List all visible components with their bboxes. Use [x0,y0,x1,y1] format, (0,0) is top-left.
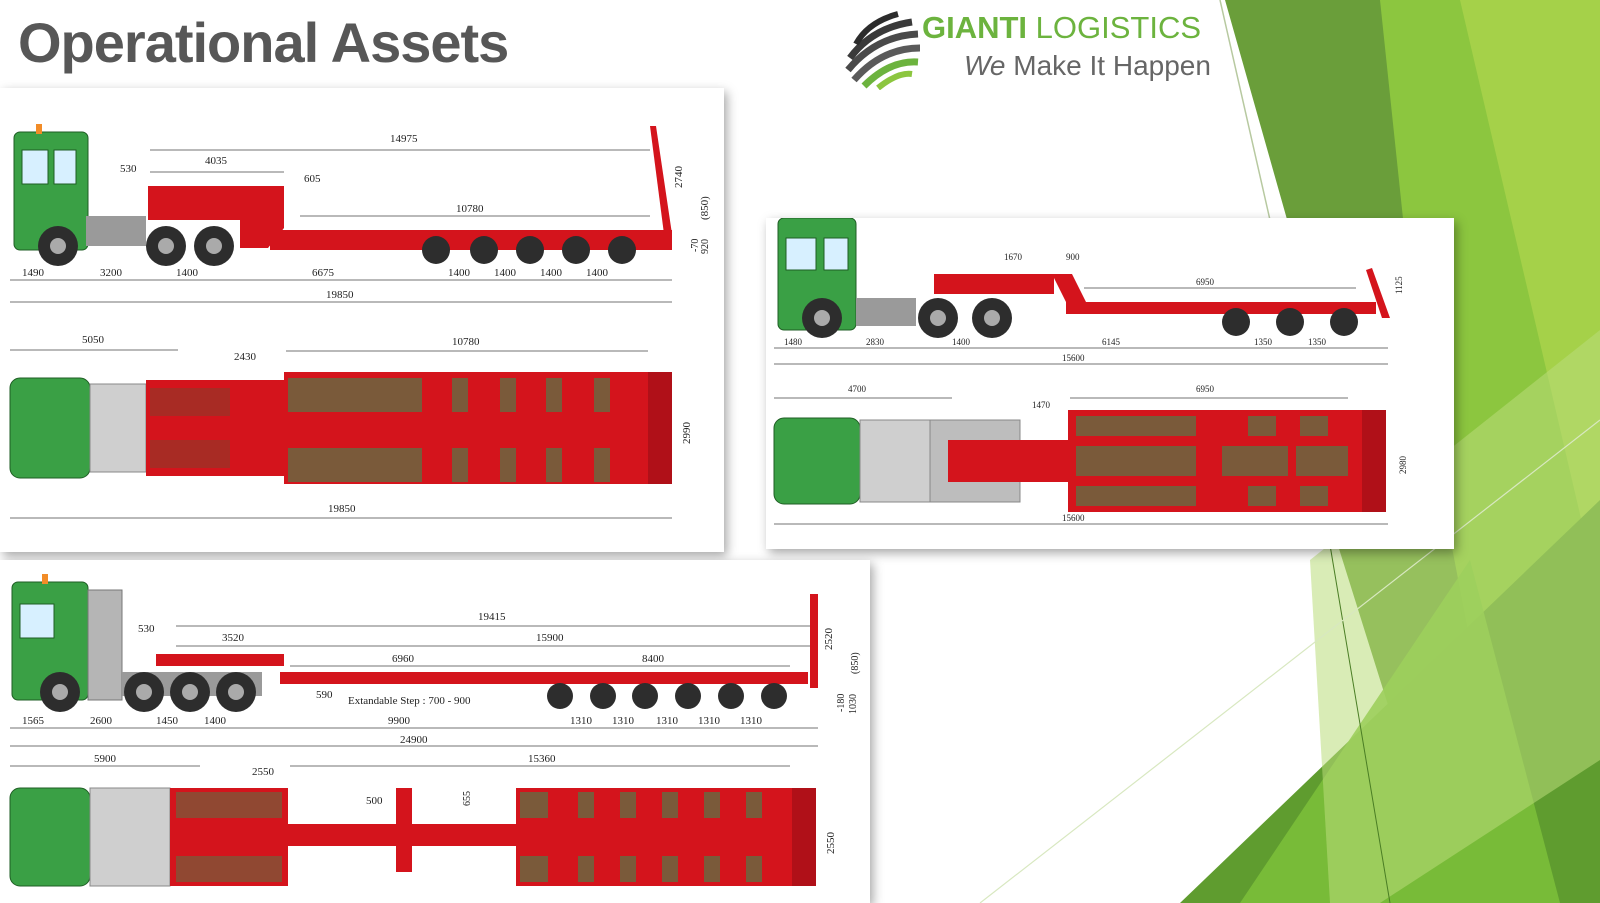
svg-text:2550: 2550 [252,766,275,778]
svg-text:10780: 10780 [456,203,484,215]
svg-text:655: 655 [462,791,473,806]
svg-text:1400: 1400 [540,267,563,279]
svg-text:(850): (850) [850,652,861,674]
svg-text:3520: 3520 [222,632,245,644]
svg-text:2430: 2430 [234,351,257,363]
truck-cab-top-icon [9,377,147,479]
svg-text:1400: 1400 [494,267,517,279]
truck-cab-side-icon [777,218,1012,338]
lowbed-trailer-side [934,268,1390,336]
svg-text:19850: 19850 [326,289,354,301]
lowbed-trailer-top [948,410,1386,512]
svg-text:5050: 5050 [82,334,105,346]
svg-text:(850): (850) [699,196,711,220]
svg-text:1670: 1670 [1004,252,1023,262]
svg-text:19415: 19415 [478,611,506,623]
svg-text:500: 500 [366,795,383,807]
svg-text:1125: 1125 [1394,276,1404,294]
svg-text:2830: 2830 [866,337,885,347]
svg-text:1490: 1490 [22,267,45,279]
svg-text:24900: 24900 [400,734,428,746]
svg-text:2740: 2740 [673,166,685,189]
truck-cab-side-icon [13,124,234,266]
trailer-diagram-1-drawing: 14975 4035 530 605 10780 2740 (850) -70 … [9,124,711,519]
svg-text:3200: 3200 [100,267,123,279]
svg-text:1400: 1400 [586,267,609,279]
svg-text:8400: 8400 [642,653,665,665]
svg-text:6950: 6950 [1196,384,1215,394]
svg-text:1400: 1400 [952,337,971,347]
svg-text:15600: 15600 [1062,513,1085,523]
lowbed-trailer-side [156,594,818,709]
svg-text:2520: 2520 [823,628,835,651]
svg-text:4035: 4035 [205,155,228,167]
svg-text:2600: 2600 [90,715,113,727]
svg-text:605: 605 [304,173,321,185]
svg-text:6675: 6675 [312,267,335,279]
trailer-diagram-2-drawing: 1670 900 6950 1125 1480 2830 1400 6145 1… [773,218,1408,525]
svg-text:1310: 1310 [740,715,763,727]
svg-text:15360: 15360 [528,753,556,765]
svg-text:14975: 14975 [390,133,418,145]
trailer-diagram-3: 19415 530 3520 15900 6960 8400 2520 (850… [0,560,870,903]
svg-text:590: 590 [316,689,333,701]
trailer-diagram-2: 1670 900 6950 1125 1480 2830 1400 6145 1… [766,218,1454,549]
lowbed-trailer-top [170,788,816,886]
svg-text:530: 530 [120,163,137,175]
svg-text:1310: 1310 [698,715,721,727]
svg-text:1400: 1400 [176,267,199,279]
svg-text:1310: 1310 [656,715,679,727]
svg-text:Extandable Step : 700 - 900: Extandable Step : 700 - 900 [348,695,471,707]
trailer-diagram-3-drawing: 19415 530 3520 15900 6960 8400 2520 (850… [9,574,861,887]
svg-text:1030: 1030 [848,694,859,714]
svg-text:1350: 1350 [1308,337,1327,347]
svg-text:1450: 1450 [156,715,179,727]
svg-text:2980: 2980 [1398,456,1408,475]
svg-text:6960: 6960 [392,653,415,665]
lowbed-trailer-side [148,126,672,264]
svg-text:1480: 1480 [784,337,803,347]
svg-text:920: 920 [700,239,711,254]
page-title: Operational Assets [18,11,509,74]
svg-text:15900: 15900 [536,632,564,644]
svg-text:-70: -70 [690,239,701,252]
company-logo: GIANTI LOGISTICS We Make It Happen [842,6,1222,92]
svg-text:6145: 6145 [1102,337,1121,347]
svg-text:9900: 9900 [388,715,411,727]
svg-text:900: 900 [1066,252,1080,262]
svg-text:1565: 1565 [22,715,45,727]
svg-text:530: 530 [138,623,155,635]
globe-logo-icon [845,11,921,90]
svg-text:2990: 2990 [681,422,693,445]
truck-cab-top-icon [9,787,171,887]
svg-text:4700: 4700 [848,384,867,394]
svg-text:1400: 1400 [204,715,227,727]
truck-cab-side-icon [11,574,262,712]
svg-text:1350: 1350 [1254,337,1273,347]
trailer-diagram-1: 14975 4035 530 605 10780 2740 (850) -70 … [0,88,724,552]
svg-text:1310: 1310 [612,715,635,727]
svg-text:2550: 2550 [825,832,837,855]
svg-text:15600: 15600 [1062,353,1085,363]
svg-text:5900: 5900 [94,753,117,765]
logo-slogan: We Make It Happen [964,50,1211,81]
logo-wordmark: GIANTI LOGISTICS [922,10,1202,45]
svg-text:1310: 1310 [570,715,593,727]
svg-text:19850: 19850 [328,503,356,515]
svg-text:10780: 10780 [452,336,480,348]
svg-text:1470: 1470 [1032,400,1051,410]
svg-text:6950: 6950 [1196,277,1215,287]
lowbed-trailer-top [146,372,672,484]
svg-text:-180: -180 [836,694,847,712]
svg-text:1400: 1400 [448,267,471,279]
